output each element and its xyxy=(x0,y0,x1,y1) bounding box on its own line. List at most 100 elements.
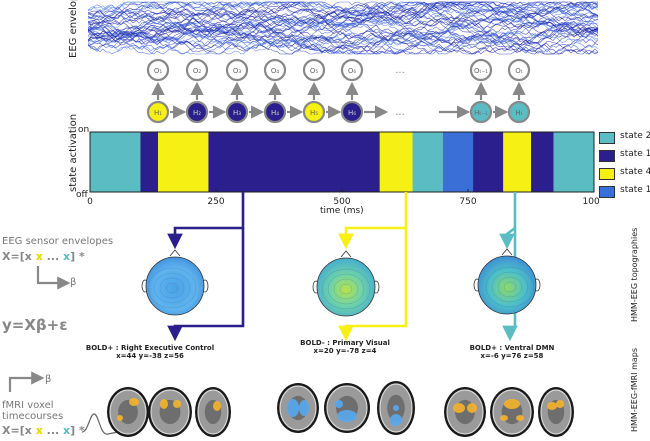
legend-label: state 1 xyxy=(620,149,650,159)
hidden-state-label: H₆ xyxy=(348,109,356,117)
hidden-state-node xyxy=(185,100,209,124)
activation-blob xyxy=(299,400,309,416)
x-equation-fmri: X=[x x ... x] * xyxy=(2,424,85,437)
beta-arrow xyxy=(8,371,45,392)
observation-node xyxy=(185,58,209,82)
map-caption-3-title: BOLD+ : Ventral DMN xyxy=(469,344,555,352)
observation-label: O₁ xyxy=(154,67,163,75)
eeg-topography xyxy=(477,255,537,315)
chain-ellipsis: ... xyxy=(395,107,405,118)
hidden-state-label: H₃ xyxy=(233,109,241,117)
topography-contour xyxy=(485,266,535,308)
hmm-chain-diagram: O₁H₁O₂H₂O₃H₃O₄H₄O₅H₅O₆H₆Oₜ₋₁Hₜ₋₁OₜHₜ....… xyxy=(146,58,531,124)
activation-blob xyxy=(504,399,520,409)
map-caption-3-coords: x=-6 y=76 z=58 xyxy=(480,352,544,360)
ytick-off: off xyxy=(76,190,88,200)
state-segment xyxy=(412,132,443,192)
legend-label: state 2 xyxy=(620,131,650,141)
legend-swatch xyxy=(599,186,615,198)
topography-contour xyxy=(147,267,197,309)
x-eq-suffix: ] * xyxy=(70,250,85,263)
beta-label-2: β xyxy=(45,374,52,385)
x-tick-label: 750 xyxy=(459,197,476,207)
activation-blob xyxy=(129,398,139,406)
eeg-trace xyxy=(88,23,599,55)
hidden-state-node xyxy=(146,100,170,124)
activation-blob xyxy=(516,415,524,421)
hidden-state-node xyxy=(340,100,364,124)
eeg-topography xyxy=(316,257,376,317)
hidden-state-node xyxy=(302,100,326,124)
topography-contour xyxy=(321,268,371,310)
state-segment xyxy=(442,132,474,192)
activation-blob xyxy=(213,401,221,411)
legend-swatch xyxy=(599,150,615,162)
eeg-trace xyxy=(88,1,599,39)
eeg-trace xyxy=(88,1,599,34)
observation-label: O₂ xyxy=(193,67,202,75)
observation-label: O₆ xyxy=(348,67,357,75)
hidden-state-node xyxy=(507,100,531,124)
eeg-trace xyxy=(88,26,599,55)
x-eq-prefix: X=[ xyxy=(2,250,25,263)
fmri-title-line-2: timecourses xyxy=(2,411,64,422)
observation-node xyxy=(263,58,287,82)
hidden-state-node xyxy=(263,100,287,124)
eeg-trace xyxy=(88,1,599,27)
x-eq-dots: ... xyxy=(46,424,60,437)
x-tick-label: 1000 xyxy=(583,197,600,207)
hidden-state-node xyxy=(225,100,249,124)
activation-blob xyxy=(160,399,168,409)
x-eq-x2: x xyxy=(35,424,43,437)
eeg-trace xyxy=(88,1,599,35)
fmri-title-line-1: fMRI voxel xyxy=(2,400,54,411)
topography-contour xyxy=(333,278,359,300)
state-segment xyxy=(208,132,380,192)
activation-blob xyxy=(467,403,477,413)
map-caption-2-coords: x=20 y=-78 z=4 xyxy=(313,347,377,355)
activation-blob xyxy=(453,403,465,413)
beta-label-1: β xyxy=(70,277,77,288)
map-caption-3: BOLD+ : Ventral DMN x=-6 y=76 z=58 xyxy=(447,344,577,360)
eeg-trace xyxy=(88,22,599,53)
hidden-state-label: H₂ xyxy=(193,109,201,117)
state-segment xyxy=(553,132,594,192)
legend-swatch xyxy=(599,168,615,180)
x-eq-dots: ... xyxy=(46,250,60,263)
topography-contour xyxy=(153,272,191,304)
topography-contour xyxy=(327,273,365,305)
observation-label: Oₜ xyxy=(515,67,523,75)
state-segment xyxy=(158,132,209,192)
eeg-trace xyxy=(88,1,598,34)
beta-arrow xyxy=(36,266,71,290)
x-tick-label: 250 xyxy=(207,197,224,207)
activation-blob xyxy=(335,400,343,408)
observation-label: O₅ xyxy=(310,67,319,75)
map-caption-2-title: BOLD- : Primary Visual xyxy=(300,339,390,347)
activation-blob xyxy=(547,402,557,410)
activation-blob xyxy=(287,399,299,417)
hidden-state-label: H₄ xyxy=(271,109,279,117)
eeg-trace xyxy=(88,19,599,55)
map-caption-2: BOLD- : Primary Visual x=20 y=-78 z=4 xyxy=(270,339,420,355)
connector-line xyxy=(167,228,245,342)
x-eq-x3: x xyxy=(63,250,71,263)
hidden-state-label: H₁ xyxy=(154,109,162,117)
eeg-envelope-traces xyxy=(88,1,599,55)
head-nose xyxy=(340,250,352,258)
eeg-trace xyxy=(88,1,599,26)
eeg-trace xyxy=(88,1,599,32)
state-segment xyxy=(90,132,141,192)
topography-contour xyxy=(491,271,529,303)
glm-equation: y=Xβ+ε xyxy=(2,316,68,334)
chain-ellipsis: ... xyxy=(395,65,405,76)
eeg-trace xyxy=(88,1,599,37)
eeg-trace xyxy=(88,1,599,23)
x-tick-label: 0 xyxy=(87,197,93,207)
eeg-topography xyxy=(145,256,205,316)
observation-node xyxy=(469,58,493,82)
x-eq-suffix: ] * xyxy=(70,424,85,437)
eeg-trace xyxy=(88,21,599,54)
hidden-state-node xyxy=(469,100,493,124)
